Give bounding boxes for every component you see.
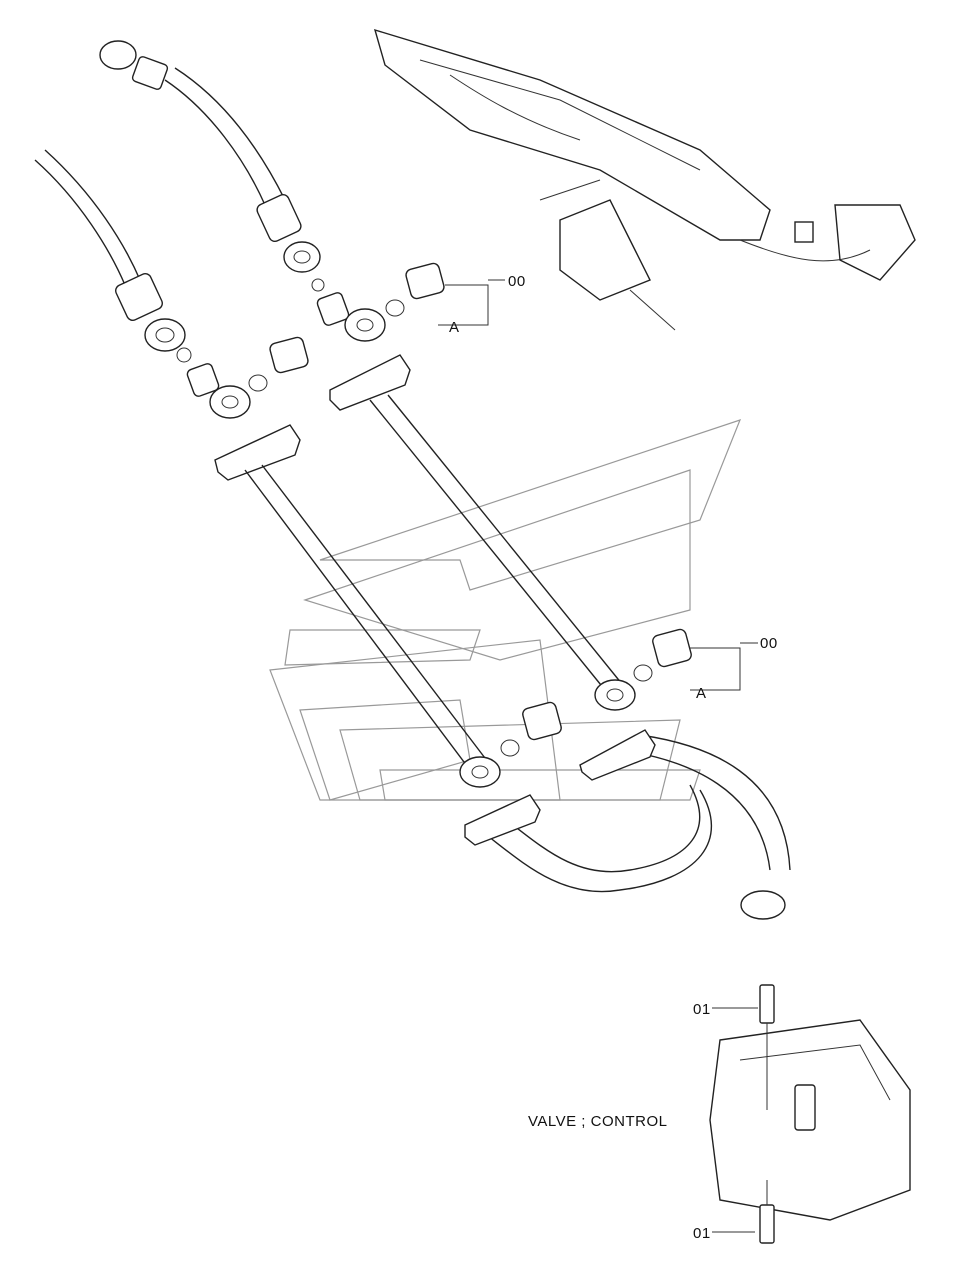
callout-00-mid: 00	[760, 635, 778, 652]
callout-01-lower: 01	[693, 1225, 711, 1242]
right-fitting-assembly	[311, 262, 445, 411]
callout-01-upper: 01	[693, 1001, 711, 1018]
valve-label: VALVE ; CONTROL	[528, 1113, 667, 1130]
lower-fittings	[459, 628, 692, 846]
left-hose	[34, 149, 186, 352]
callout-a-mid: A	[696, 685, 707, 702]
control-valve	[709, 984, 911, 1244]
pipes	[244, 394, 791, 920]
callout-a-top: A	[449, 319, 460, 336]
callout-00-top: 00	[508, 273, 526, 290]
watermark-logo	[269, 419, 742, 801]
left-fitting-assembly	[176, 336, 309, 481]
excavator-arm-sketch	[373, 28, 916, 331]
right-hose	[99, 40, 321, 273]
callout-leaders	[438, 279, 758, 1233]
